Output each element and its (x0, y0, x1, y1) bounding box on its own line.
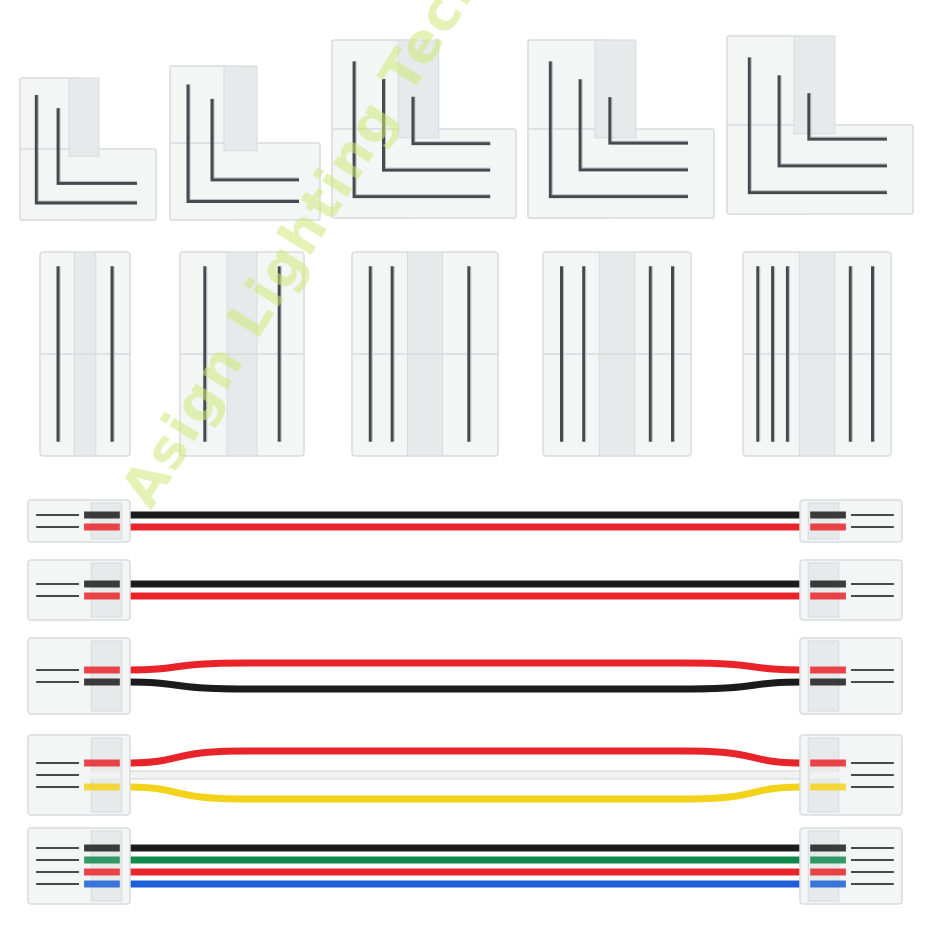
connector-wire-end (810, 678, 846, 686)
connector-wire-end (84, 523, 120, 531)
connector-wire-end (810, 856, 846, 864)
cable-right-connector (799, 827, 903, 905)
l-connector-contact (411, 96, 491, 146)
jumper-cable (27, 559, 903, 621)
l-connector-clip (594, 39, 637, 139)
l-connector-contact (34, 95, 137, 205)
connector-clip (807, 562, 840, 618)
connector-wire-end (84, 880, 120, 888)
connector-clip (90, 640, 123, 712)
jumper-cable (27, 827, 903, 905)
straight-connector (179, 251, 305, 457)
connector-wire-end (84, 771, 120, 779)
wire-red (122, 747, 808, 767)
connector-clip (807, 640, 840, 712)
cable-right-connector (799, 637, 903, 715)
l-connector-contact (186, 84, 299, 204)
connector-clip (807, 830, 840, 902)
connector-wire-end (84, 666, 120, 674)
l-connector-clip (397, 39, 440, 139)
connector-wire-end (810, 844, 846, 852)
connector-wire-end (84, 868, 120, 876)
l-connector-contact (777, 75, 887, 168)
connector-wire-end (84, 678, 120, 686)
l-connector-contact-shine (385, 79, 491, 169)
l-connector-contact (382, 79, 491, 172)
connector-clip (90, 502, 123, 540)
connector-wire-end (84, 580, 120, 588)
connector-wire-end (810, 771, 846, 779)
connector-wire-end (84, 844, 120, 852)
cable-right-connector (799, 559, 903, 621)
connector-wire-end (810, 511, 846, 519)
connector-wire-end (810, 880, 846, 888)
connector-clip (807, 502, 840, 540)
straight-connector (351, 251, 499, 457)
cable-left-connector (27, 637, 131, 715)
connector-wire-end (810, 759, 846, 767)
straight-connector (542, 251, 692, 457)
l-connector-contact-shine (810, 93, 887, 138)
cable-left-connector (27, 827, 131, 905)
cable-left-connector (27, 559, 131, 621)
connector-wire-end (810, 868, 846, 876)
l-connector-clip (223, 65, 258, 152)
connector-wire-end (84, 592, 120, 600)
l-connector-contact-shine (37, 95, 137, 202)
jumper-cable-rows (27, 499, 903, 905)
l-connector (19, 77, 157, 221)
jumper-cable (27, 499, 903, 543)
connector-wire-end (810, 523, 846, 531)
connector-wire-end (810, 783, 846, 791)
l-connector-contact-shine (750, 57, 887, 192)
l-connector-contact (352, 61, 491, 199)
wire-black (122, 678, 808, 693)
l-connector-contact-shine (611, 97, 688, 142)
l-connector-contact-shine (780, 75, 887, 165)
l-connector-contact (608, 97, 688, 145)
l-connector-contact (807, 93, 887, 141)
l-connector-contact-shine (551, 61, 688, 196)
wire-yellow (122, 783, 808, 803)
l-connector-horizontal-arm (169, 142, 321, 221)
cable-left-connector (27, 499, 131, 543)
l-connector-contact (747, 57, 887, 195)
l-connector (331, 39, 517, 219)
straight-connector (742, 251, 892, 457)
cable-left-connector (27, 734, 131, 816)
l-connector-contact-shine (59, 108, 137, 182)
l-connector-row (19, 35, 914, 221)
l-connector-contact (578, 79, 688, 172)
connector-clip (90, 562, 123, 618)
connector-wire-end (84, 856, 120, 864)
l-connector-contact-shine (581, 79, 688, 169)
jumper-cable (27, 637, 903, 715)
l-connector-contact-shine (414, 96, 491, 143)
straight-connector-row (39, 251, 892, 457)
cable-right-connector (799, 734, 903, 816)
l-connector-contact-shine (189, 84, 299, 201)
connector-wire-end (84, 783, 120, 791)
l-connector-contact-shine (213, 98, 299, 179)
connector-clip (90, 830, 123, 902)
l-connector-contact (548, 61, 688, 199)
connector-wire-end (84, 511, 120, 519)
l-connector-clip (68, 77, 100, 157)
l-connector-clip (793, 35, 836, 135)
l-connector-contact (56, 108, 137, 185)
l-connector (169, 65, 321, 221)
straight-connector (39, 251, 131, 457)
connector-wire-end (810, 580, 846, 588)
connector-wire-end (84, 759, 120, 767)
wire-red (122, 659, 808, 674)
cable-right-connector (799, 499, 903, 543)
l-connector-contact-shine (355, 61, 491, 196)
l-connector (726, 35, 914, 215)
connector-wire-end (810, 592, 846, 600)
l-connector (527, 39, 715, 219)
connector-wire-end (810, 666, 846, 674)
jumper-cable (27, 734, 903, 816)
l-connector-contact (210, 98, 299, 182)
